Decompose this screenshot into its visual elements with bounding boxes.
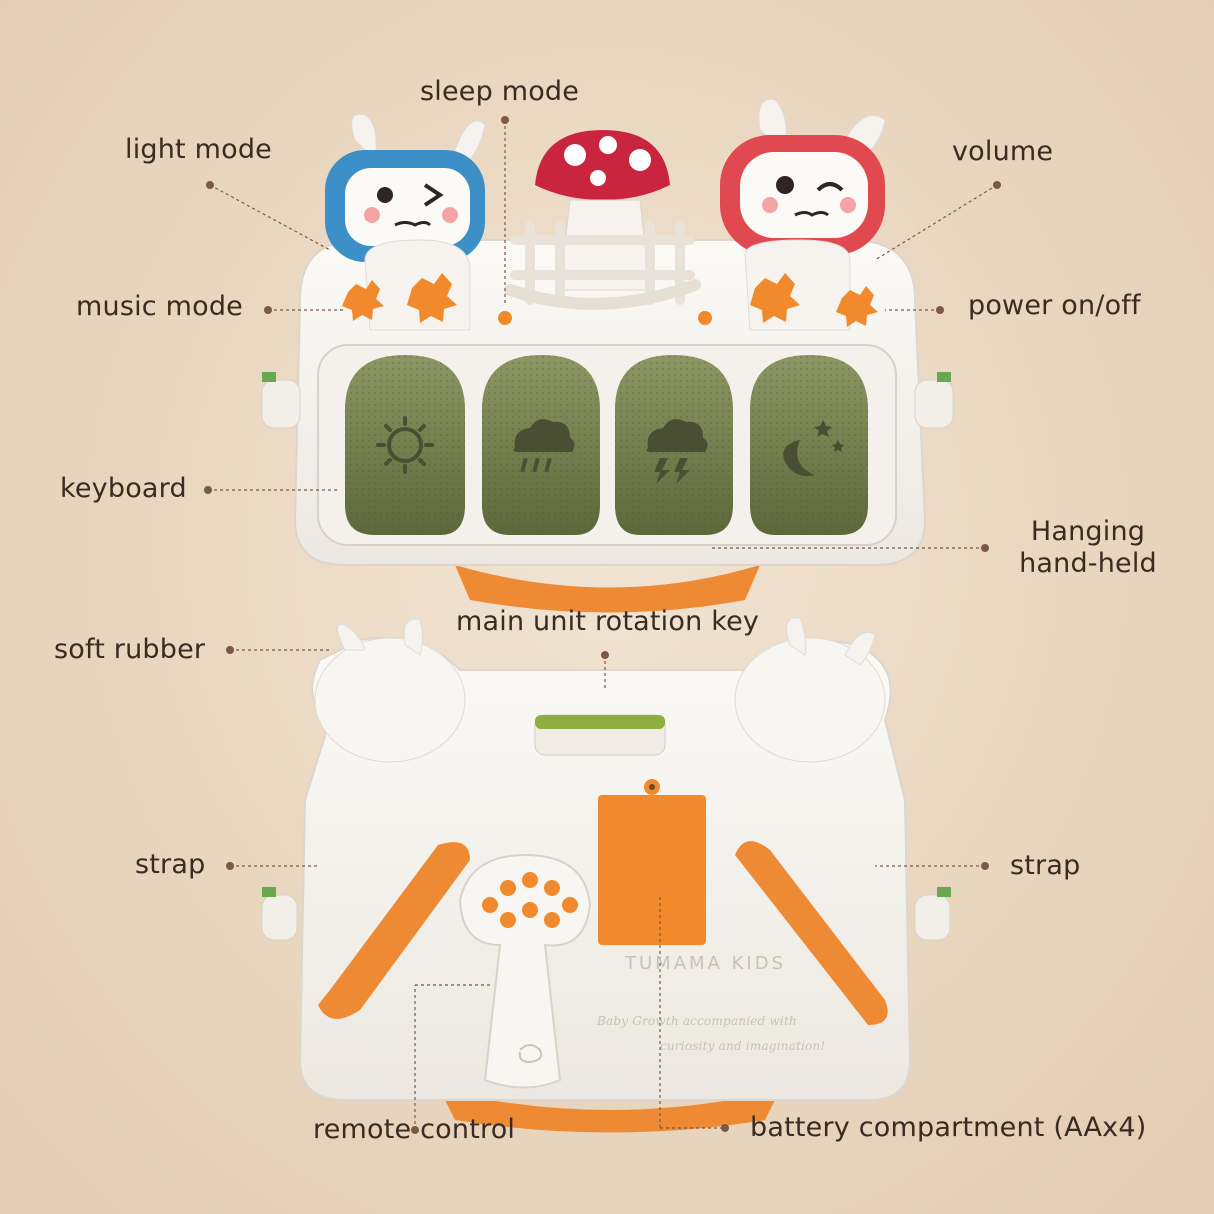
brand-logo: TUMAMA KIDS [625,953,786,974]
key-sun [345,355,465,535]
label-sleep-mode: sleep mode [420,76,580,107]
label-remote-control: remote control [313,1114,516,1145]
label-power: power on/off [968,290,1141,321]
key-moon [750,355,868,535]
label-hanging: Hanging hand-held [1008,516,1168,580]
leader-lines [208,120,998,1130]
moon-stars-icon [783,420,844,477]
leader-dots [204,116,1001,1134]
top-unit [261,98,954,613]
label-rotation-key: main unit rotation key [456,606,760,637]
red-bunny [720,98,886,331]
label-hanging-line1: Hanging [1030,516,1146,547]
label-music-mode: music mode [76,291,243,322]
label-strap-right: strap [1010,850,1081,881]
rain-cloud-icon [513,419,575,473]
brand-slogan-2: curiosity and imagination! [660,1039,826,1053]
label-volume: volume [952,136,1054,167]
brand-slogan-1: Baby Growth accompanied with [597,1014,797,1028]
bottom-unit [261,617,951,1133]
orange-buttons [342,273,878,327]
mushroom-ornament [504,130,701,310]
label-soft-rubber: soft rubber [54,634,206,665]
label-hanging-line2: hand-held [1019,548,1157,579]
label-keyboard: keyboard [60,473,187,504]
label-light-mode: light mode [125,134,272,165]
label-battery-compartment: battery compartment (AAx4) [750,1112,1147,1143]
label-strap-left: strap [135,849,206,880]
thunder-cloud-icon [646,419,708,484]
sun-icon [376,416,434,474]
